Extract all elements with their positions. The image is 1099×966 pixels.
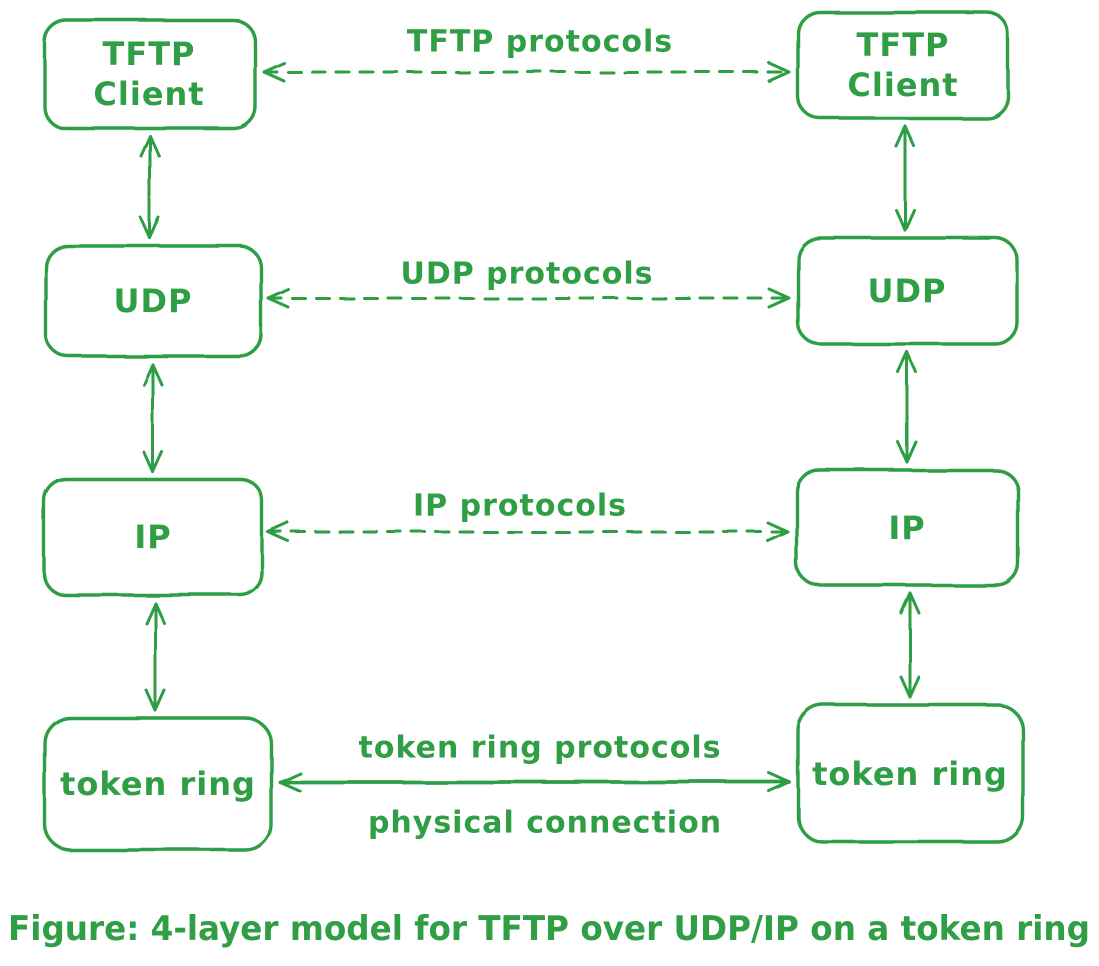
node-label-left-tftp-line1: TFTP — [103, 35, 196, 73]
box-right-ip — [795, 468, 1020, 587]
node-label-left-ip: IP — [134, 518, 171, 556]
box-left-ip — [42, 477, 264, 597]
node-label-right-udp: UDP — [868, 272, 947, 310]
arrow-label-physical-connection: physical connection — [368, 806, 722, 841]
arrow-label-ip-protocols: IP protocols — [413, 489, 627, 524]
box-left-udp — [44, 244, 263, 358]
arrow-label-udp-protocols: UDP protocols — [400, 257, 653, 292]
node-label-right-tftp-line1: TFTP — [857, 26, 950, 64]
box-right-udp — [796, 236, 1019, 346]
node-label-left-token-ring: token ring — [60, 765, 256, 803]
box-left-token-ring — [43, 716, 273, 852]
node-label-right-token-ring: token ring — [812, 755, 1008, 793]
node-label-left-tftp-line2: Client — [93, 75, 204, 113]
node-label-left-udp: UDP — [114, 282, 193, 320]
box-right-tftp-client — [796, 10, 1010, 120]
arrow-label-tftp-protocols: TFTP protocols — [407, 25, 673, 60]
box-left-tftp-client — [42, 18, 257, 130]
figure-caption: Figure: 4-layer model for TFTP over UDP/… — [8, 909, 1090, 949]
node-label-right-ip: IP — [888, 509, 925, 547]
node-label-right-tftp-line2: Client — [847, 66, 958, 104]
arrow-label-token-ring-protocols: token ring protocols — [359, 731, 722, 766]
box-right-token-ring — [796, 703, 1025, 844]
